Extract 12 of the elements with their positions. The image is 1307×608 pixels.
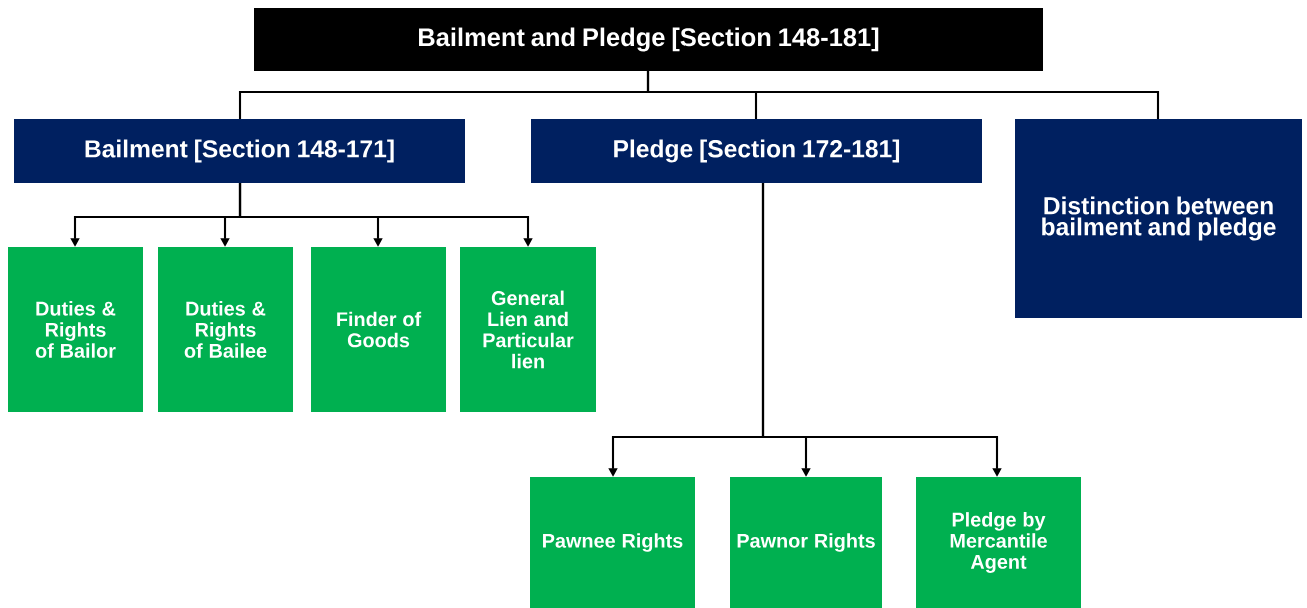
topic-box: General Lien and Particular lien (460, 247, 596, 412)
topic-box: Duties & Rights of Bailee (158, 247, 293, 412)
section-box: Pledge [Section 172-181] (531, 119, 982, 183)
section-box: Bailment [Section 148-171] (14, 119, 465, 183)
topic-box: Pledge by Mercantile Agent (916, 477, 1081, 608)
title-box: Bailment and Pledge [Section 148-181] (254, 8, 1043, 71)
section-box: Distinction between bailment and pledge (1015, 119, 1302, 318)
topic-box: Pawnee Rights (530, 477, 695, 608)
topic-box: Duties & Rights of Bailor (8, 247, 143, 412)
connector (646, 71, 1160, 119)
topic-box: Pawnor Rights (730, 477, 882, 608)
topic-box: Finder of Goods (311, 247, 446, 412)
